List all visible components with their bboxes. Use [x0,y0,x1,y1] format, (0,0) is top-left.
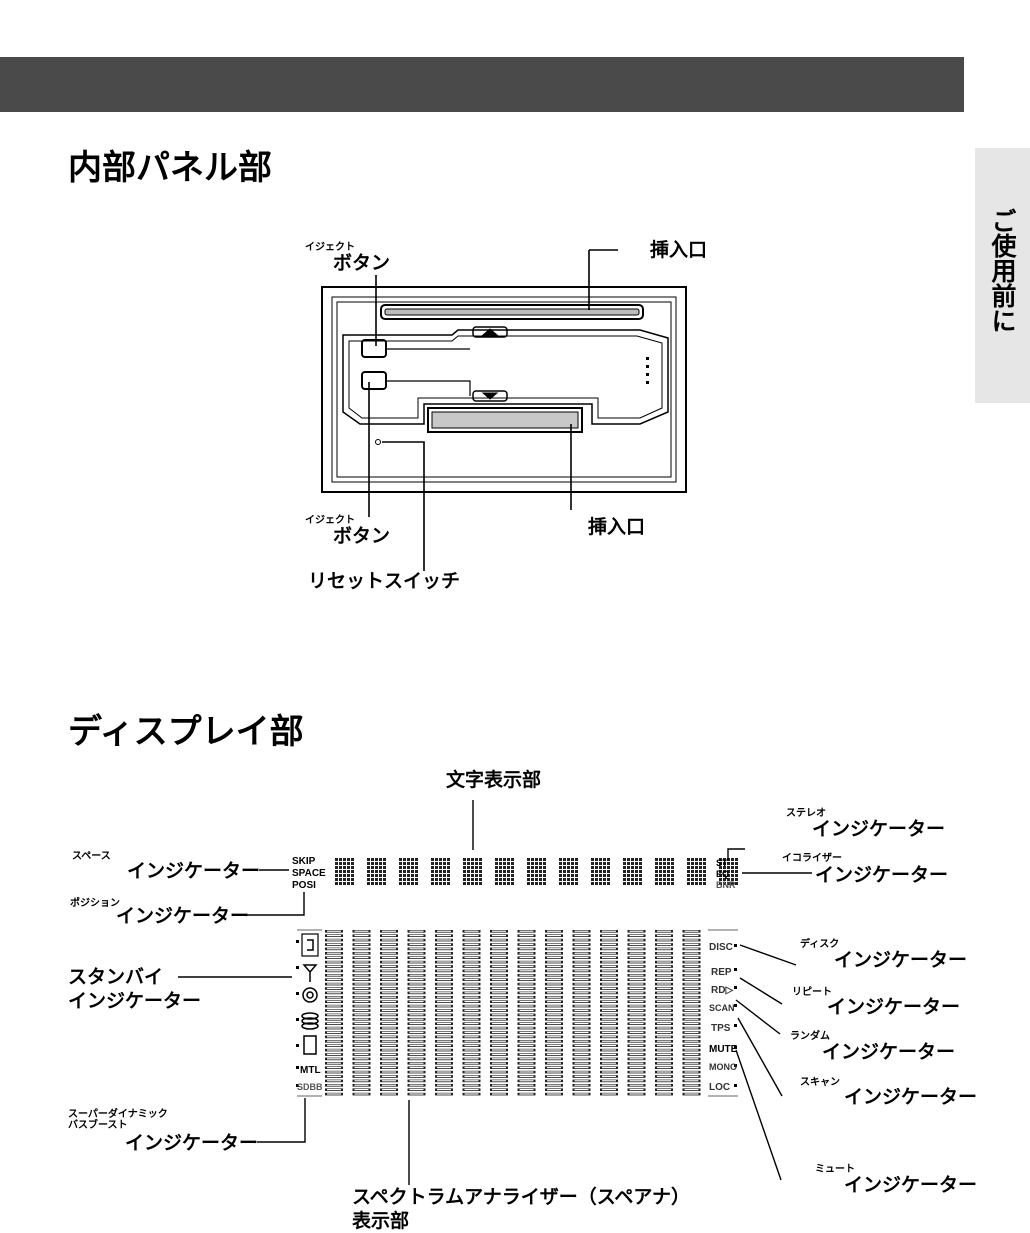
lcd-scan: SCAN [709,1003,735,1013]
spectrum-columns [325,930,701,1096]
standby-label-2: インジケーター [68,990,202,1012]
spectrum-column [517,930,536,1096]
lcd-skip: SKIP [292,856,316,867]
spectrum-column [435,930,453,1096]
inner-panel-heading: 内部パネル部 [68,148,272,188]
char-cell [335,858,354,885]
repeat-indicator-label: インジケーター [827,996,961,1018]
sdbb-indicator-label: インジケーター [125,1132,259,1154]
random-ruby: ランダム [790,1031,830,1042]
stereo-ruby: ステレオ [786,808,826,819]
stereo-indicator-label: インジケーター [812,818,946,840]
standby-label-1: スタンバイ [68,966,164,988]
side-tab-label: ご使用前に [988,208,1017,333]
char-cell [527,858,546,885]
spectrum-column [545,930,563,1096]
position-ruby: ポジション [70,898,120,909]
repeat-ruby: リピート [792,987,832,998]
char-cell [655,858,674,885]
space-indicator-label: インジケーター [127,860,261,882]
char-cell [463,858,482,885]
char-cell [623,858,642,885]
spectrum-label-1: スペクトラムアナライザー（スペアナ） [352,1186,691,1208]
equalizer-ruby: イコライザー [782,853,842,864]
disc-indicator-label: インジケーター [834,949,968,971]
lcd-rep: REP [711,967,732,978]
char-cell [399,858,418,885]
bottom-slot [427,407,583,433]
spectrum-column [572,930,591,1096]
spectrum-column [600,930,618,1096]
random-indicator-label: インジケーター [822,1041,956,1063]
lcd-bnr: BNR [716,880,736,890]
lcd-texts: SKIP SPACE POSI ST EQ BNR MTL SDBB DISC … [292,856,738,1093]
lcd-tps: TPS [711,1023,731,1034]
lcd-eq: EQ [716,869,729,879]
display-heading: ディスプレイ部 [68,712,304,752]
spectrum-column [462,930,481,1096]
char-cell [495,858,514,885]
char-display-label: 文字表示部 [446,769,542,791]
header-bar [0,57,964,112]
eject-bottom-ruby: イジェクト [305,515,355,526]
space-ruby: スペース [72,851,111,862]
sdbb-ruby-2: バスブースト [68,1120,128,1131]
lcd-loc: LOC [709,1082,730,1093]
scan-indicator-label: インジケーター [844,1086,978,1108]
char-cell [687,858,706,885]
reset-switch-label: リセットスイッチ [308,570,461,592]
spectrum-column [325,930,343,1096]
lcd-mute: MUTE [709,1044,738,1055]
mute-ruby: ミュート [815,1164,855,1175]
eject-button-bottom [361,371,387,390]
spectrum-column [655,930,673,1096]
lcd-posi: POSI [292,880,316,891]
lcd-sdbb: SDBB [297,1082,323,1092]
lcd-space: SPACE [292,868,326,879]
eject-button-top [361,339,387,358]
lcd-rd: RD▷ [711,985,734,996]
left-icon-column [301,933,319,1055]
spectrum-label-2: 表示部 [352,1210,410,1232]
lcd-st: ST [716,858,728,868]
equalizer-indicator-label: インジケーター [815,864,949,886]
sdbb-ruby-1: スーパーダイナミック [68,1109,168,1120]
char-display-cells [335,858,738,885]
display-drawing [178,800,812,1185]
slot-bottom-label: 挿入口 [588,516,646,538]
spectrum-column [627,930,646,1096]
disc-ruby: ディスク [800,939,840,950]
spectrum-column [407,930,426,1096]
eject-top-ruby: イジェクト [305,242,355,253]
eject-top-label: ボタン [333,252,391,274]
scan-ruby: スキャン [800,1077,840,1088]
lcd-mono: MONO [709,1062,737,1072]
char-cell [367,858,386,885]
spectrum-column [682,930,701,1096]
top-slot [380,304,644,320]
side-tab: ご使用前に [975,148,1030,403]
side-tab-text: ご使用前に [975,208,1030,340]
spectrum-column [352,930,371,1096]
char-cell [559,858,578,885]
eject-bottom-label: ボタン [333,525,391,547]
slot-top-label: 挿入口 [650,239,708,261]
position-indicator-label: インジケーター [116,905,250,927]
mute-indicator-label: インジケーター [844,1174,978,1196]
lcd-mtl: MTL [300,1065,321,1076]
char-cell [431,858,450,885]
char-cell [591,858,610,885]
spectrum-column [380,930,398,1096]
inner-panel-drawing [321,249,687,571]
spectrum-column [490,930,508,1096]
lcd-disc: DISC [709,942,733,953]
